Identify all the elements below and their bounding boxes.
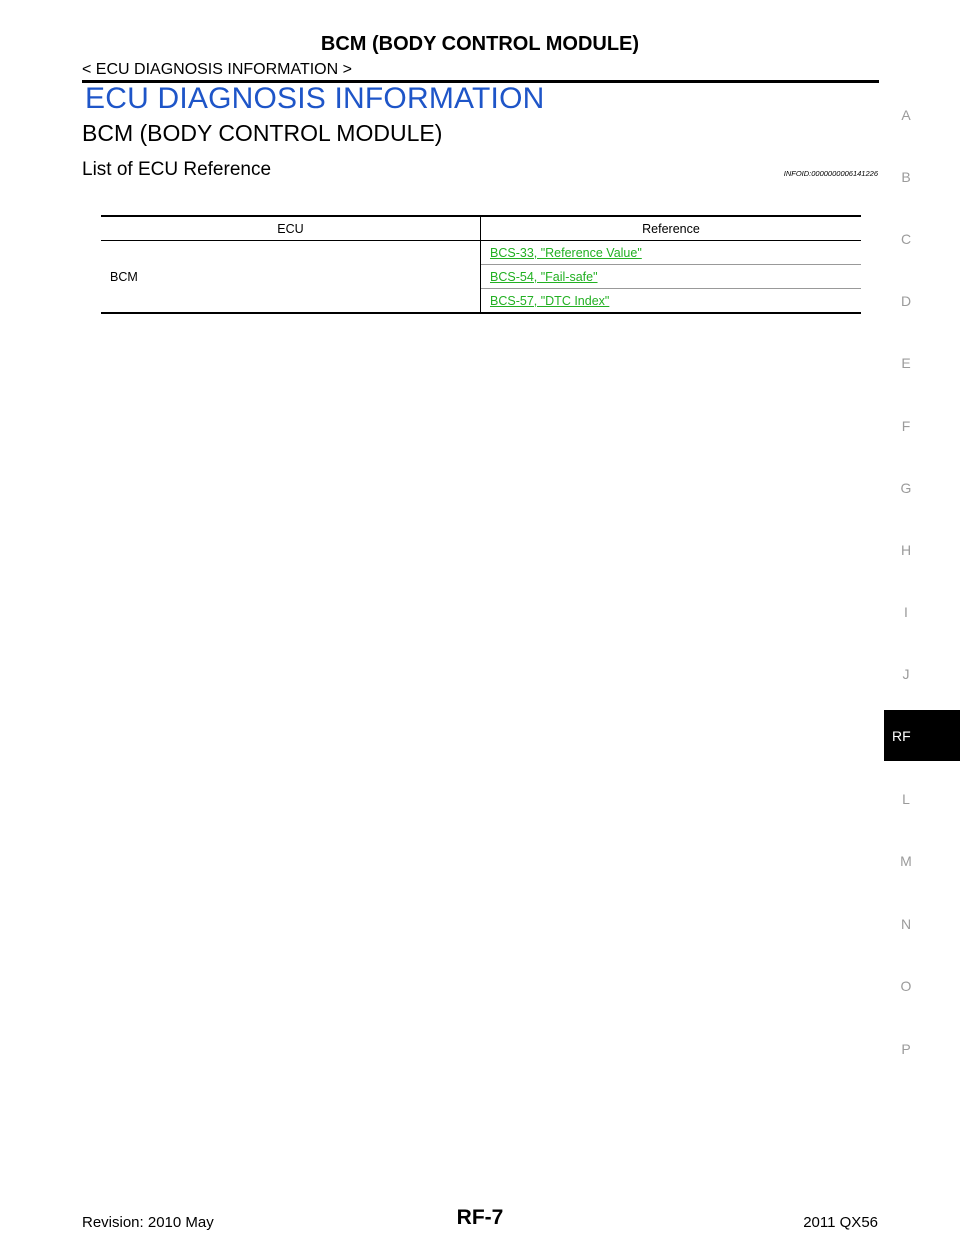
side-index-letter-p[interactable]: P	[901, 1041, 911, 1057]
side-index-letter-l[interactable]: L	[902, 791, 910, 807]
header-rule	[82, 80, 879, 83]
reference-link-fail-safe[interactable]: BCS-54, "Fail-safe"	[490, 269, 598, 284]
side-index-letter-j[interactable]: J	[902, 666, 910, 682]
side-index-letter-n[interactable]: N	[900, 916, 912, 932]
side-index-letter-e[interactable]: E	[901, 355, 911, 371]
subsection-title: BCM (BODY CONTROL MODULE)	[82, 120, 443, 146]
page-header-title: BCM (BODY CONTROL MODULE)	[320, 33, 640, 55]
side-index-letter-f[interactable]: F	[901, 418, 911, 434]
side-index-letter-o[interactable]: O	[900, 978, 912, 994]
ecu-reference-table: ECU Reference BCM BCS-33, "Reference Val…	[101, 215, 861, 314]
reference-cell: BCS-33, "Reference Value"	[480, 240, 861, 265]
breadcrumb: < ECU DIAGNOSIS INFORMATION >	[82, 61, 352, 78]
table-row: BCS-54, "Fail-safe"	[101, 264, 861, 289]
section-title: ECU DIAGNOSIS INFORMATION	[85, 82, 545, 115]
info-id: INFOID:0000000006141226	[783, 169, 878, 178]
side-index-letter-h[interactable]: H	[900, 542, 912, 558]
footer-page-number: RF-7	[456, 1206, 504, 1229]
table-header-row: ECU Reference	[101, 215, 861, 241]
side-index-letter-d[interactable]: D	[900, 293, 912, 309]
topic-title: List of ECU Reference	[82, 159, 272, 180]
footer-model: 2011 QX56	[803, 1214, 878, 1231]
side-index-letter-a[interactable]: A	[901, 107, 911, 123]
header-reference: Reference	[480, 215, 861, 241]
side-index-letter-i[interactable]: I	[904, 604, 908, 620]
side-index-letter-m[interactable]: M	[900, 853, 912, 869]
reference-cell: BCS-54, "Fail-safe"	[480, 264, 861, 289]
table-row: BCM BCS-33, "Reference Value"	[101, 240, 861, 314]
ecu-cell: BCM	[101, 240, 481, 314]
header-ecu: ECU	[101, 215, 481, 241]
footer-revision: Revision: 2010 May	[82, 1214, 214, 1231]
reference-link-dtc-index[interactable]: BCS-57, "DTC Index"	[490, 293, 610, 308]
side-index-active-tab[interactable]: RF	[884, 710, 960, 761]
reference-link-value[interactable]: BCS-33, "Reference Value"	[490, 245, 642, 260]
side-index-letter-c[interactable]: C	[900, 231, 912, 247]
side-index-letter-b[interactable]: B	[901, 169, 911, 185]
side-index-active-label: RF	[892, 728, 911, 744]
side-index-letter-g[interactable]: G	[900, 480, 912, 496]
table-row: BCS-57, "DTC Index"	[101, 288, 861, 314]
reference-cell: BCS-57, "DTC Index"	[480, 288, 861, 314]
